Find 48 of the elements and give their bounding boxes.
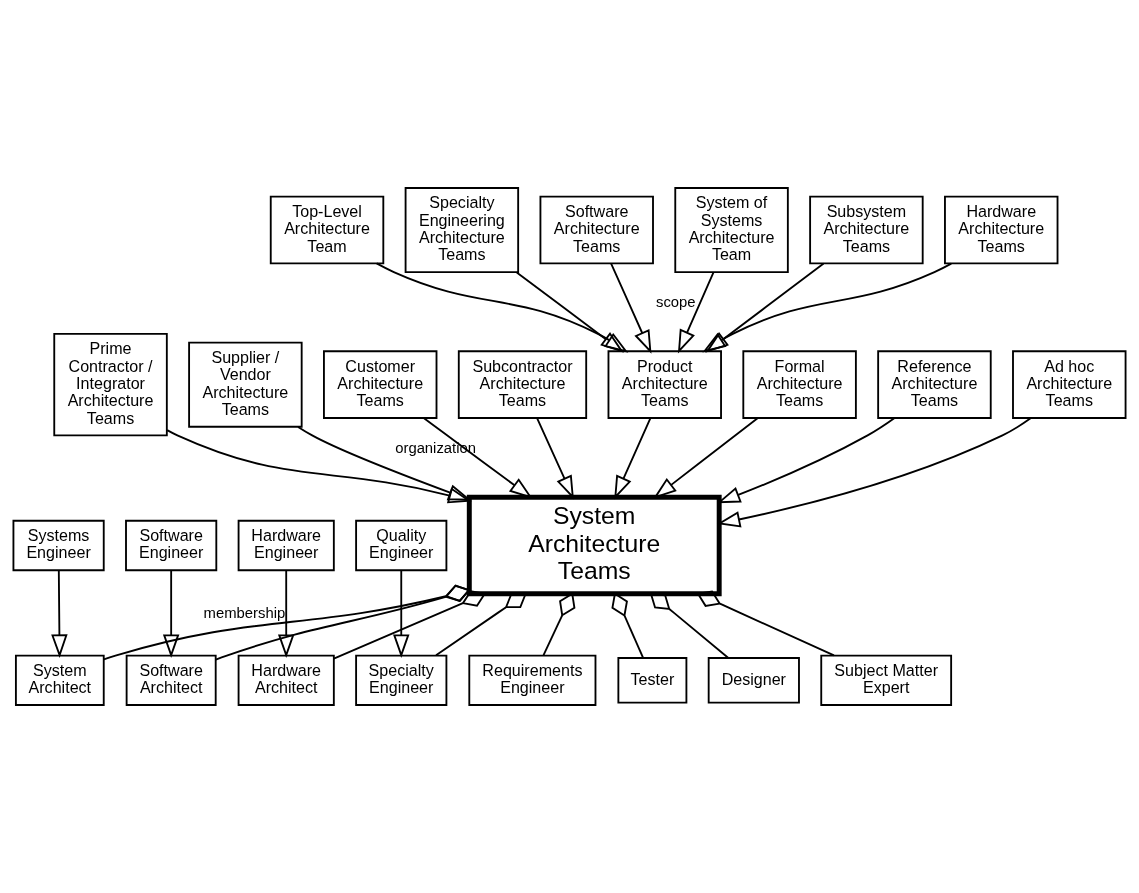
- node-box: Software Engineer: [125, 519, 218, 572]
- edge-label: scope: [656, 294, 696, 311]
- arrow: [277, 569, 295, 658]
- connector: [332, 590, 487, 660]
- arrow: [677, 271, 715, 354]
- node-box: System Architecture Teams: [466, 494, 722, 597]
- arrow: [705, 262, 825, 353]
- arrow: [422, 417, 533, 499]
- node-box: Subject Matter Expert: [820, 654, 953, 706]
- arrow: [393, 569, 410, 658]
- connector: [649, 592, 729, 659]
- node-box: Formal Architecture Teams: [742, 350, 857, 419]
- node-box: Software Architecture Teams: [539, 195, 654, 265]
- node-box: Customer Architecture Teams: [323, 350, 438, 419]
- node-box: System of Systems Architecture Team: [674, 187, 789, 273]
- node-box: Hardware Architecture Teams: [944, 195, 1059, 265]
- arrow: [375, 262, 629, 353]
- arrow: [515, 271, 624, 353]
- arrow: [610, 262, 652, 354]
- arrow: [162, 569, 180, 658]
- node-box: Designer: [707, 657, 800, 704]
- arrow: [536, 417, 574, 500]
- node-box: Tester: [617, 657, 688, 704]
- node-box: Product Architecture Teams: [607, 350, 722, 419]
- arrow: [614, 417, 652, 500]
- arrow: [297, 426, 472, 501]
- node-box: Ad hoc Architecture Teams: [1012, 350, 1127, 419]
- node-box: Subcontractor Architecture Teams: [457, 350, 588, 419]
- node-box: Subsystem Architecture Teams: [809, 195, 924, 265]
- node-box: Systems Engineer: [12, 519, 105, 572]
- connector: [696, 590, 835, 657]
- arrow: [702, 262, 953, 353]
- node-box: Quality Engineer: [355, 519, 448, 572]
- node-box: Software Architect: [125, 654, 217, 706]
- node-box: Hardware Architect: [237, 654, 335, 706]
- arrow: [51, 569, 68, 658]
- node-box: Reference Architecture Teams: [877, 350, 992, 419]
- node-box: Top-Level Architecture Team: [269, 195, 385, 265]
- node-box: System Architect: [14, 654, 105, 706]
- node-box: Prime Contractor / Integrator Architecture Teams: [53, 333, 168, 437]
- node-box: Hardware Engineer: [237, 519, 335, 572]
- node-box: Specialty Engineer: [355, 654, 448, 706]
- arrow: [166, 429, 472, 504]
- node-box: Supplier / Vendor Architecture Teams: [188, 341, 303, 428]
- node-box: Requirements Engineer: [468, 654, 597, 706]
- node-box: Specialty Engineering Architecture Teams: [404, 187, 520, 273]
- edge-label: membership: [203, 605, 286, 622]
- connector: [435, 592, 528, 657]
